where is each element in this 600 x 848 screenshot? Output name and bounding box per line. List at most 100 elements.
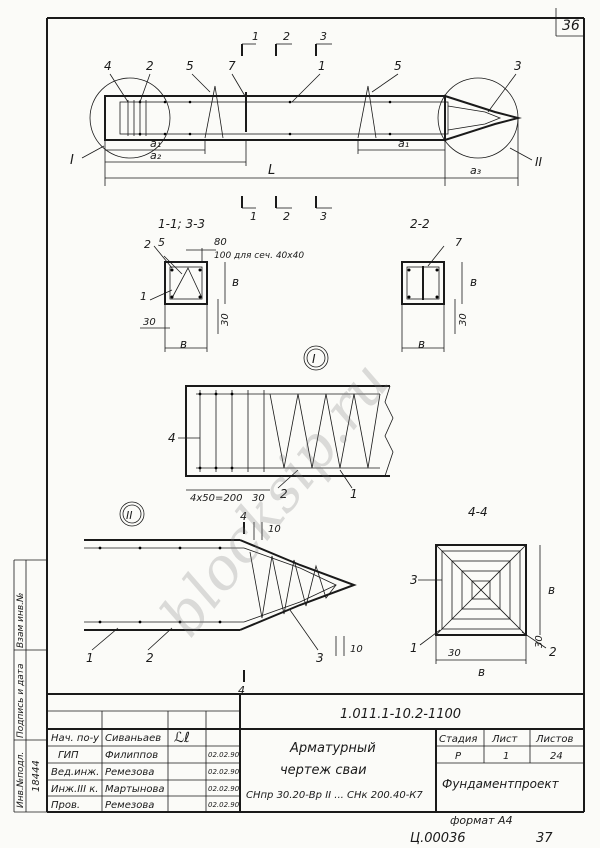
section-13-title: 1-1; 3-3 bbox=[158, 217, 205, 231]
section-22-dim-b-bottom: в bbox=[418, 337, 425, 351]
main-callout-7: 7 bbox=[228, 59, 236, 73]
main-callout-4: 4 bbox=[104, 59, 112, 73]
main-node-mark-II: II bbox=[535, 155, 543, 169]
sheet-value: 1 bbox=[503, 751, 509, 762]
section-13-dim-30-left: 30 bbox=[143, 317, 156, 328]
row-name-2: Филиппов bbox=[105, 750, 158, 761]
section-44-view bbox=[418, 544, 547, 664]
main-callout-5a: 5 bbox=[186, 59, 194, 73]
main-callout-2: 2 bbox=[146, 59, 154, 73]
node-I-dim-30: 30 bbox=[252, 493, 265, 504]
node-II-mark bbox=[119, 501, 145, 527]
node-II-leader bbox=[509, 147, 533, 161]
row-date-5: 02.02.90 bbox=[208, 801, 240, 809]
side-stamp-inv-value: 18444 bbox=[31, 760, 42, 792]
side-stamp-replace-label: Взам инв.№ bbox=[16, 593, 26, 648]
section-13-dim-80: 80 bbox=[214, 237, 227, 248]
row-role-5: Пров. bbox=[51, 800, 80, 811]
organization: Фундаментпроект bbox=[442, 777, 560, 791]
section-13-view bbox=[140, 245, 226, 352]
section-mark-1-bottom: 1 bbox=[250, 210, 257, 223]
row-date-3: 02.02.90 bbox=[208, 768, 240, 776]
section-22-view bbox=[401, 245, 463, 352]
node-II-callout-3: 3 bbox=[316, 651, 324, 665]
sheets-value: 24 bbox=[550, 751, 563, 762]
section-mark-3-top: 3 bbox=[320, 30, 327, 43]
row-role-1: Нач. по-у bbox=[51, 733, 100, 744]
row-role-4: Инж.III к. bbox=[51, 784, 98, 795]
dim-a1-right: a₁ bbox=[398, 137, 409, 150]
drawing-title-line1: Арматурный bbox=[289, 741, 376, 756]
drawing-title-line3: СНпр 30.20-Вр II ... СНк 200.40-К7 bbox=[246, 790, 423, 801]
section-13-note: 100 для сеч. 40х40 bbox=[214, 251, 304, 261]
node-II-mark-label: II bbox=[126, 509, 133, 522]
sheets-header: Листов bbox=[535, 734, 573, 745]
row-role-2: ГИП bbox=[58, 750, 79, 761]
node-II-callout-1: 1 bbox=[86, 651, 94, 665]
drawing-title-line2: чертеж сваи bbox=[280, 763, 367, 778]
section-44-title: 4-4 bbox=[468, 505, 488, 519]
section-44-callout-1: 1 bbox=[410, 641, 418, 655]
section-22-dim-b-side: в bbox=[470, 275, 477, 289]
section-mark-3-bottom: 3 bbox=[320, 210, 327, 223]
section-marks-top bbox=[241, 43, 332, 56]
main-callout-leaders bbox=[109, 73, 517, 113]
node-I-spacing: 4х50=200 bbox=[190, 493, 242, 504]
dim-a3: a₃ bbox=[470, 164, 482, 177]
row-date-4: 02.02.90 bbox=[208, 785, 240, 793]
node-I-mark-label: I bbox=[312, 352, 316, 366]
node-II-dim-10-top: 10 bbox=[268, 524, 281, 535]
node-I-leader bbox=[81, 145, 105, 159]
main-callout-3: 3 bbox=[514, 59, 522, 73]
section-22-title: 2-2 bbox=[410, 217, 430, 231]
node-I-view bbox=[178, 385, 394, 491]
title-block-grid bbox=[47, 693, 584, 812]
side-stamp-signature-label: Подпись и дата bbox=[16, 663, 26, 738]
section-13-callout-5: 5 bbox=[158, 236, 165, 249]
row-name-3: Ремезова bbox=[105, 767, 154, 778]
section-13-dim-30-side: 30 bbox=[220, 313, 231, 326]
node-I-callout-4: 4 bbox=[168, 431, 176, 445]
section-mark-1-top: 1 bbox=[252, 30, 259, 43]
row-name-1: Сиваньаев bbox=[105, 733, 161, 744]
row-signature-1: ℒℓ bbox=[174, 730, 190, 746]
node-I-mark bbox=[303, 345, 329, 371]
sheet-frame bbox=[46, 8, 585, 813]
section-44-dim-30-bottom: 30 bbox=[448, 648, 461, 659]
node-I-callout-1: 1 bbox=[350, 487, 358, 501]
stage-header: Стадия bbox=[439, 734, 477, 745]
section-13-callout-2: 2 bbox=[144, 238, 151, 251]
doc-code: 1.011.1-10.2-1100 bbox=[340, 707, 461, 722]
section-13-dim-b-side: в bbox=[232, 275, 239, 289]
node-II-cut-label-bottom: 4 bbox=[238, 684, 245, 697]
sheet-header: Лист bbox=[491, 734, 519, 745]
main-callout-1: 1 bbox=[318, 59, 326, 73]
pile-main-view bbox=[89, 77, 522, 159]
row-role-3: Вед.инж. bbox=[51, 767, 99, 778]
sheet-number: 36 bbox=[562, 18, 580, 34]
main-callout-5b: 5 bbox=[394, 59, 402, 73]
main-node-mark-I: I bbox=[70, 153, 74, 168]
main-dimensions bbox=[104, 118, 519, 186]
dim-length: L bbox=[268, 163, 275, 178]
inventory-number: Ц.00036 bbox=[410, 831, 466, 846]
section-44-dim-b-bottom: в bbox=[478, 665, 485, 679]
node-II-dim-10-bottom: 10 bbox=[350, 644, 363, 655]
side-stamp-inv-label: Инв.№подл. bbox=[16, 752, 26, 808]
section-22-dim-30-side: 30 bbox=[458, 313, 469, 326]
section-44-callout-3: 3 bbox=[410, 573, 418, 587]
section-13-dim-b-bottom: в bbox=[180, 337, 187, 351]
section-22-callout-7: 7 bbox=[455, 236, 462, 249]
dim-a2: a₂ bbox=[150, 149, 162, 162]
section-44-callout-2: 2 bbox=[549, 645, 557, 659]
node-II-view bbox=[84, 522, 357, 682]
rebar-dots bbox=[138, 100, 392, 136]
dim-a1-left: a₁ bbox=[150, 137, 161, 150]
stage-value: Р bbox=[455, 751, 462, 762]
section-mark-2-bottom: 2 bbox=[283, 210, 290, 223]
row-name-4: Мартынова bbox=[105, 784, 165, 795]
page-index: 37 bbox=[536, 831, 553, 846]
format-label: формат А4 bbox=[450, 814, 513, 827]
node-I-callout-2: 2 bbox=[280, 487, 288, 501]
